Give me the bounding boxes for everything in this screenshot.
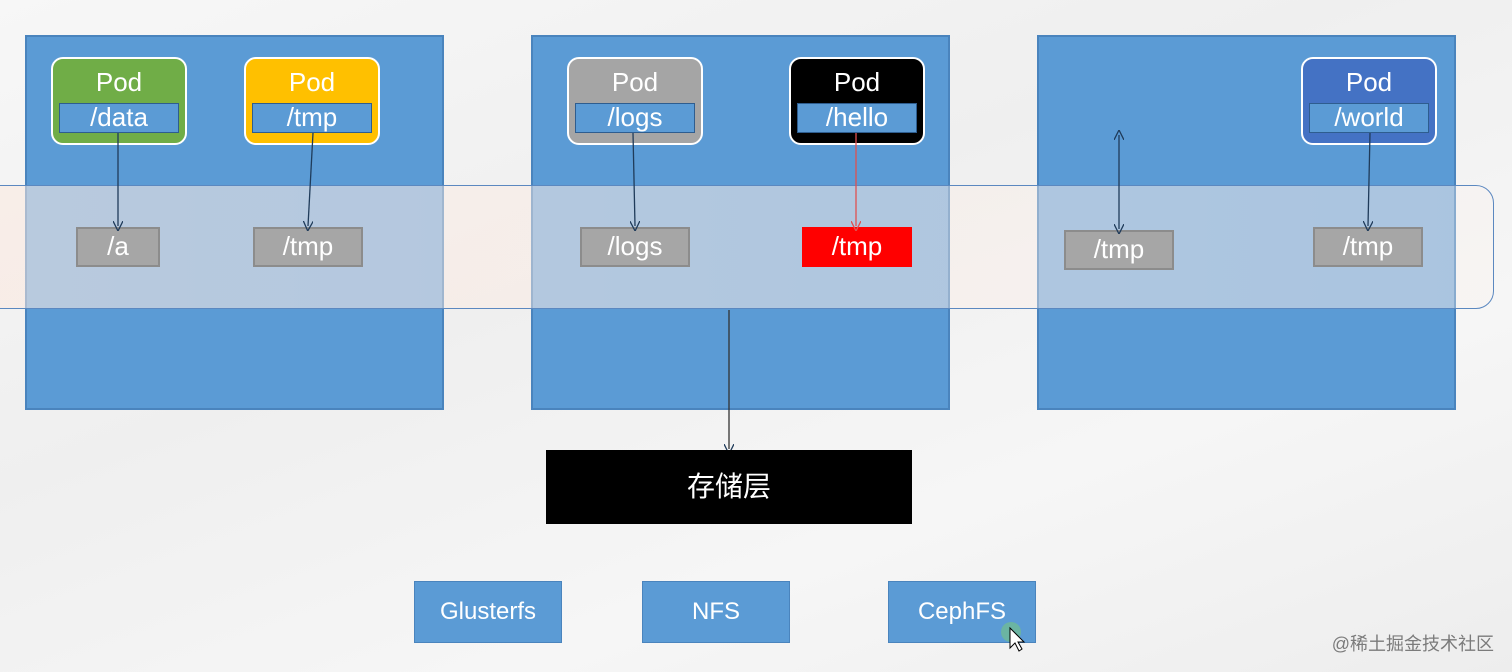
pod-tmp[interactable]: Pod /tmp	[244, 57, 380, 145]
storage-layer: 存储层	[546, 450, 912, 524]
arrow-logs-to-logs	[633, 132, 635, 226]
pod-title: Pod	[288, 67, 336, 97]
pod-title: Pod	[95, 67, 143, 97]
pod-mount-path: /world	[1309, 103, 1429, 133]
backend-nfs[interactable]: NFS	[642, 581, 790, 643]
arrow-tmp-to-tmp	[308, 132, 314, 226]
mouse-cursor-icon	[1001, 622, 1026, 652]
arrow-world-to-tmp	[1368, 132, 1370, 226]
pod-title: Pod	[833, 67, 881, 97]
pod-logs[interactable]: Pod /logs	[567, 57, 703, 145]
pod-title: Pod	[1345, 67, 1393, 97]
watermark: @稀土掘金技术社区	[1331, 634, 1494, 654]
pod-mount-path: /tmp	[252, 103, 372, 133]
pod-mount-path: /data	[59, 103, 179, 133]
volume-tmp-node3-left: /tmp	[1064, 230, 1174, 270]
pod-mount-path: /hello	[797, 103, 917, 133]
pod-title: Pod	[611, 67, 659, 97]
pod-data[interactable]: Pod /data	[51, 57, 187, 145]
pod-world[interactable]: Pod /world	[1301, 57, 1437, 145]
pod-hello[interactable]: Pod /hello	[789, 57, 925, 145]
backend-glusterfs[interactable]: Glusterfs	[414, 581, 562, 643]
pod-mount-path: /logs	[575, 103, 695, 133]
volume-a: /a	[76, 227, 160, 267]
